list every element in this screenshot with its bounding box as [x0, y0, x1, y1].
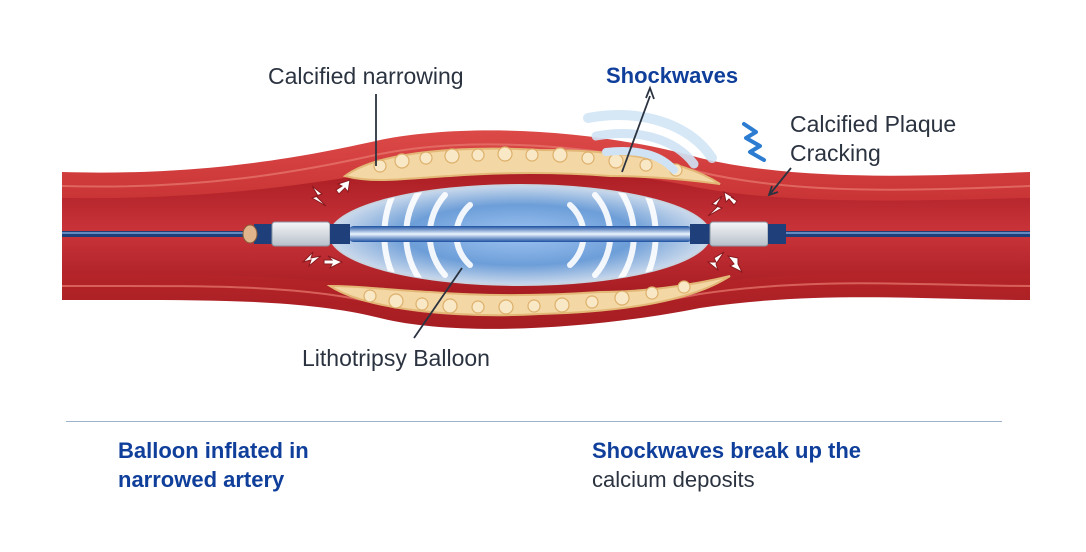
catheter-right-end	[690, 221, 786, 247]
fracture-spark-icon	[301, 179, 744, 274]
calcified-narrowing-label: Calcified narrowing	[268, 63, 464, 89]
caption-right-line-1: Shockwaves break up the	[592, 438, 861, 463]
cracking-label-line-2: Cracking	[790, 140, 881, 166]
shockwave-arc-icon	[583, 110, 717, 174]
lithotripsy-balloon-label: Lithotripsy Balloon	[302, 345, 490, 371]
divider	[66, 421, 1002, 422]
caption-right-line-2: calcium deposits	[592, 467, 755, 492]
balloon-core	[348, 226, 693, 242]
calcified-plaque	[326, 146, 731, 317]
caption-left: Balloon inflated in narrowed artery	[118, 436, 309, 494]
calcified-plaque-cracking-label: Calcified Plaque Cracking	[790, 110, 956, 168]
caption-right: Shockwaves break up the calcium deposits	[592, 436, 861, 494]
caption-left-line-1: Balloon inflated in	[118, 438, 309, 463]
catheter-left-end	[242, 221, 350, 247]
caption-left-line-2: narrowed artery	[118, 467, 285, 492]
pointer-arrow-icon	[375, 85, 792, 339]
shockwaves-label: Shockwaves	[606, 63, 739, 88]
cracking-label-line-1: Calcified Plaque	[790, 111, 957, 137]
crack-zigzag-icon	[742, 122, 766, 162]
